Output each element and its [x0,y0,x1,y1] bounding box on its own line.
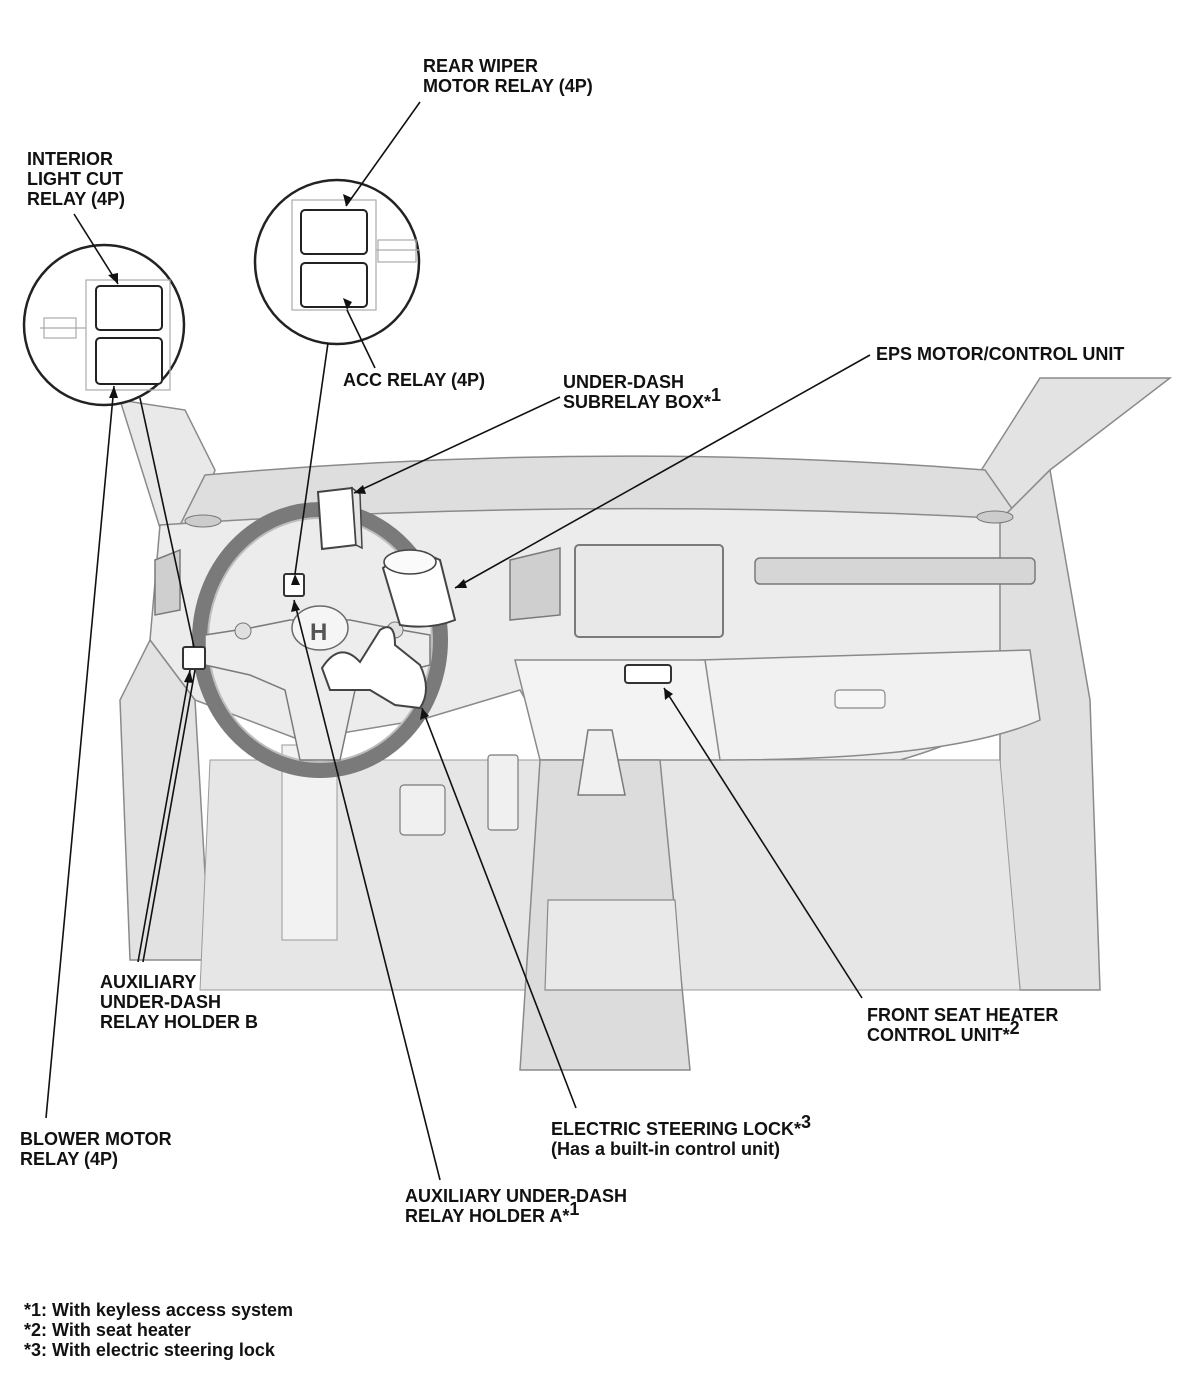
center-display [574,544,724,638]
callout-labels: REAR WIPER MOTOR RELAY (4P) INTERIOR LIG… [20,56,1124,1226]
accelerator-pedal [487,754,519,831]
right-defroster-vent [976,510,1014,524]
steering-wheel-hub [291,605,349,651]
leader-steering-lock [421,707,577,1109]
rear-wiper-acc-relay-detail [253,178,421,346]
leader-holder-a [293,599,441,1181]
left-door [119,638,211,961]
leader-subrelay-box [353,396,561,494]
blower-motor-relay-box [95,337,163,385]
leader-arrowheads [108,194,673,720]
leader-blower-motor [45,385,115,1119]
label-rear-wiper-motor-relay: REAR WIPER MOTOR RELAY (4P) [423,56,593,96]
left-air-vent [154,548,181,616]
footnote-1: *1: With keyless access system [24,1300,293,1320]
front-seat-heater-control-unit-part [624,664,672,684]
label-eps-motor-control-unit: EPS MOTOR/CONTROL UNIT [876,344,1124,364]
leader-seat-heater [663,687,863,999]
left-defroster-vent [184,514,222,528]
leader-rear-wiper [345,101,421,207]
label-auxiliary-relay-holder-b: AUXILIARY UNDER-DASH RELAY HOLDER B [100,972,258,1032]
electric-steering-lock-part [320,626,427,710]
footnote-2: *2: With seat heater [24,1320,191,1340]
right-air-vent [754,557,1036,585]
eps-motor-cap [383,549,437,575]
label-under-dash-subrelay-box: UNDER-DASH SUBRELAY BOX*1 [563,372,721,412]
label-acc-relay: ACC RELAY (4P) [343,370,485,390]
footnote-3: *3: With electric steering lock [24,1340,276,1360]
leader-lines [45,101,871,1181]
leader-holder-b [137,669,191,963]
glove-box-handle [834,689,886,709]
label-electric-steering-lock: ELECTRIC STEERING LOCK*3 (Has a built-in… [551,1112,816,1159]
footnotes: *1: With keyless access system *2: With … [24,1300,293,1360]
under-dash-subrelay-box-part [316,486,358,551]
leader-eps [454,354,871,589]
leader-interior-light-cut [73,213,119,285]
leader-holder-b-2 [142,669,196,963]
rear-wiper-motor-relay-box [300,209,368,255]
label-auxiliary-relay-holder-a: AUXILIARY UNDER-DASH RELAY HOLDER A*1 [405,1186,632,1226]
label-interior-light-cut-relay: INTERIOR LIGHT CUT RELAY (4P) [27,149,128,209]
interior-light-cut-relay-detail [22,243,186,407]
car-interior-illustration: H [118,377,1173,1071]
brake-pedal [399,784,446,836]
console-armrest [544,899,683,991]
highlighted-components [182,486,672,710]
wheel-left-button [234,622,252,640]
center-air-vent [509,547,561,621]
leader-detail-to-holder-a [294,342,329,575]
leader-detail-to-holder-b [139,397,195,648]
shift-lever [577,729,626,796]
honda-logo-icon: H [310,619,327,646]
interior-light-cut-relay-box [95,285,163,331]
leader-acc-relay [346,309,376,369]
relay-holder-b-part [182,646,206,670]
acc-relay-box [300,262,368,308]
label-front-seat-heater-control-unit: FRONT SEAT HEATER CONTROL UNIT*2 [867,1005,1063,1045]
label-blower-motor-relay: BLOWER MOTOR RELAY (4P) [20,1129,177,1169]
center-panel [514,659,721,761]
